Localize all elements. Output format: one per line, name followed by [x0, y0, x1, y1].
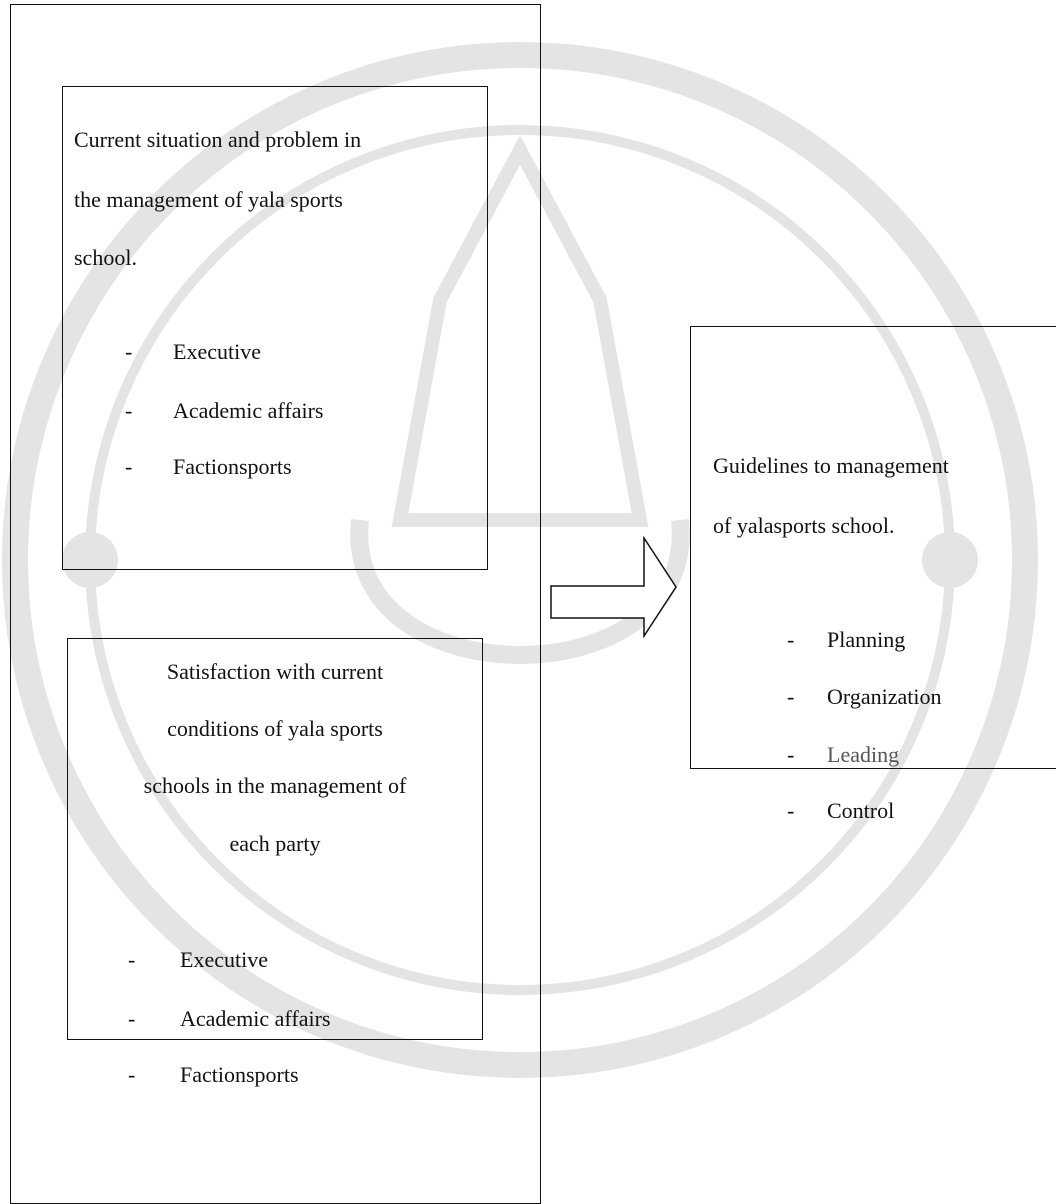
list-item-executive: Executive: [180, 947, 268, 972]
list-dash: -: [787, 684, 795, 709]
satisfaction-line-1: Satisfaction with current: [166, 659, 384, 684]
satisfaction-line-3: schools in the management of: [143, 773, 407, 798]
list-item-organization: Organization: [827, 684, 942, 709]
list-dash: -: [125, 454, 133, 479]
current-situation-line-2: the management of yala sports: [74, 187, 343, 212]
list-dash: -: [128, 1006, 136, 1031]
list-item-factionsports: Factionsports: [173, 454, 292, 479]
guidelines-box: Guidelines to management of yalasports s…: [690, 326, 1056, 823]
list-dash: -: [787, 742, 795, 767]
list-dash: -: [125, 398, 133, 423]
list-dash: -: [128, 947, 136, 972]
current-situation-line-3: school.: [74, 245, 137, 270]
list-dash: -: [787, 627, 795, 652]
list-item-planning: Planning: [827, 627, 906, 652]
satisfaction-line-4: each party: [229, 831, 321, 856]
list-item-academic-affairs: Academic affairs: [173, 398, 324, 423]
current-situation-box: Current situation and problem in the man…: [62, 86, 488, 570]
right-arrow-icon: [550, 535, 677, 638]
satisfaction-box: Satisfaction with current conditions of …: [67, 638, 483, 1087]
list-item-control: Control: [827, 798, 895, 823]
current-situation-line-1: Current situation and problem in: [74, 127, 362, 152]
list-item-leading: Leading: [827, 742, 900, 767]
list-item-executive: Executive: [173, 339, 261, 364]
guidelines-line-2: of yalasports school.: [713, 513, 895, 538]
list-dash: -: [128, 1062, 136, 1087]
satisfaction-line-2: conditions of yala sports: [167, 716, 383, 741]
guidelines-line-1: Guidelines to management: [713, 453, 949, 478]
list-dash: -: [125, 339, 133, 364]
list-item-academic-affairs: Academic affairs: [180, 1006, 331, 1031]
list-item-factionsports: Factionsports: [180, 1062, 299, 1087]
list-dash: -: [787, 798, 795, 823]
